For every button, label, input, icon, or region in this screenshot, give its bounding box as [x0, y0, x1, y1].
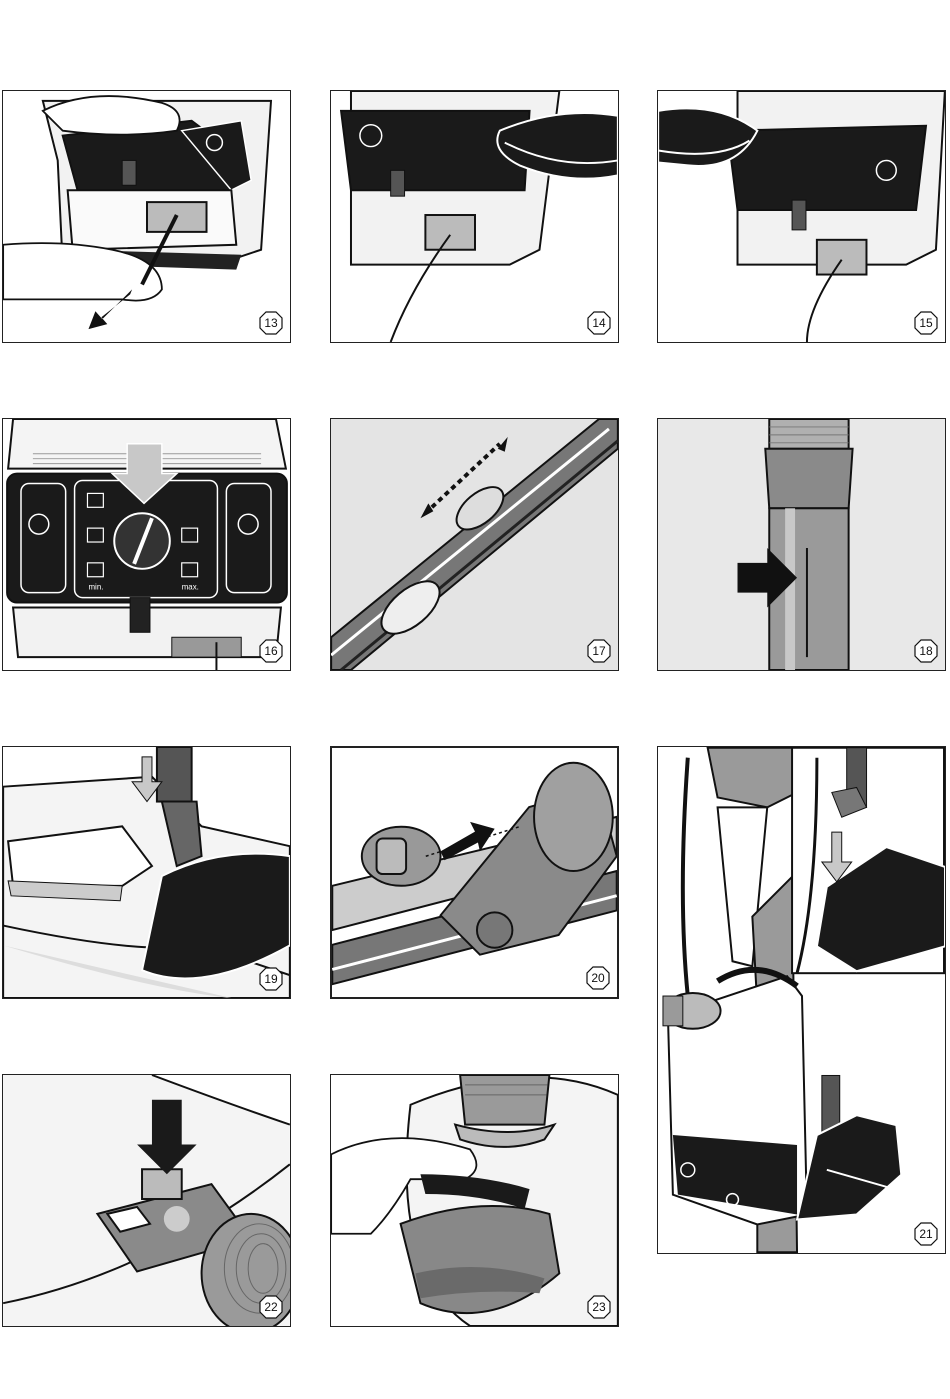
- suction-dial-illustration: min. max.: [3, 419, 290, 670]
- figure-number-badge: 14: [587, 311, 611, 335]
- telescopic-tube-illustration: [331, 419, 618, 670]
- figure-number-badge: 13: [259, 311, 283, 335]
- figure-number-badge: 18: [914, 639, 938, 663]
- figure-14: 14: [330, 90, 619, 343]
- figure-15: 15: [657, 90, 946, 343]
- figure-number-badge: 17: [587, 639, 611, 663]
- figure-16: min. max. 16: [2, 418, 291, 671]
- figure-number: 22: [259, 1295, 283, 1319]
- figure-number-badge: 21: [914, 1222, 938, 1246]
- attach-floorhead-illustration: [332, 748, 617, 997]
- figure-13: 13: [2, 90, 291, 343]
- figure-number: 21: [914, 1222, 938, 1246]
- figure-number: 14: [587, 311, 611, 335]
- figure-21: 21: [657, 746, 946, 1254]
- figure-number: 15: [914, 311, 938, 335]
- figure-number: 13: [259, 311, 283, 335]
- dustbag-indicator-illustration: [3, 1075, 290, 1326]
- min-label: min.: [88, 583, 103, 592]
- open-lid-illustration: [331, 1075, 618, 1326]
- figure-number: 20: [586, 966, 610, 990]
- vacuum-pedal-illustration: [331, 91, 618, 342]
- figure-18: 18: [657, 418, 946, 671]
- figure-number: 23: [587, 1295, 611, 1319]
- figure-number: 18: [914, 639, 938, 663]
- figure-number: 19: [259, 967, 283, 991]
- floorhead-parked-illustration: [3, 747, 290, 998]
- figure-number: 17: [587, 639, 611, 663]
- figure-19: 19: [2, 746, 291, 999]
- figure-number: 16: [259, 639, 283, 663]
- figure-23: 23: [330, 1074, 619, 1327]
- max-label: max.: [182, 583, 199, 592]
- figure-17: 17: [330, 418, 619, 671]
- figure-number-badge: 20: [586, 966, 610, 990]
- figure-number-badge: 15: [914, 311, 938, 335]
- figure-number-badge: 19: [259, 967, 283, 991]
- tube-slot-illustration: [658, 419, 945, 670]
- figure-20: 20: [330, 746, 619, 999]
- figure-22: 22: [2, 1074, 291, 1327]
- figure-number-badge: 22: [259, 1295, 283, 1319]
- figure-number-badge: 16: [259, 639, 283, 663]
- vacuum-cable-pull-illustration: [3, 91, 290, 342]
- vacuum-on-off-illustration: [658, 91, 945, 342]
- figure-number-badge: 23: [587, 1295, 611, 1319]
- carrying-vacuum-illustration: [658, 747, 945, 1253]
